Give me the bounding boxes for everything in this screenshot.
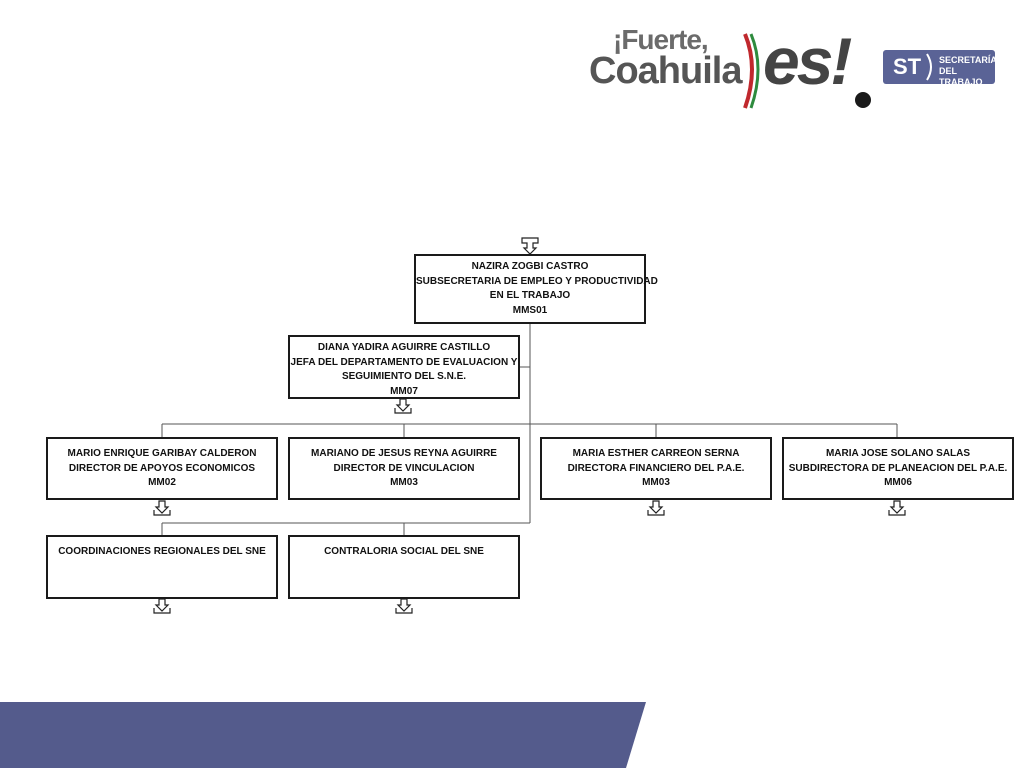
node-name: NAZIRA ZOGBI CASTRO bbox=[471, 261, 589, 272]
node-name: MARIANO DE JESUS REYNA AGUIRRE bbox=[311, 448, 497, 459]
org-node-unit-2[interactable]: CONTRALORIA SOCIAL DEL SNE bbox=[288, 535, 520, 599]
expand-icon-director-4[interactable] bbox=[888, 500, 906, 516]
node-code: MM06 bbox=[884, 477, 912, 488]
node-name: MARIO ENRIQUE GARIBAY CALDERON bbox=[67, 448, 257, 459]
node-code: MM02 bbox=[148, 477, 176, 488]
expand-icon-unit-1[interactable] bbox=[153, 598, 171, 614]
logo-divider-icon bbox=[743, 33, 760, 109]
node-title: DIRECTOR DE VINCULACION bbox=[333, 462, 475, 474]
node-code: MM07 bbox=[390, 385, 418, 397]
node-title: SUBDIRECTORA DE PLANEACION DEL P.A.E. bbox=[788, 462, 1008, 474]
logo-line2: Coahuila bbox=[589, 50, 742, 92]
node-name: COORDINACIONES REGIONALES DEL SNE bbox=[58, 546, 266, 557]
badge-label: SECRETARÍA DEL TRABAJO bbox=[939, 55, 997, 88]
node-title-cont: EN EL TRABAJO bbox=[489, 290, 571, 301]
badge-line2: DEL TRABAJO bbox=[939, 66, 983, 87]
badge-line1: SECRETARÍA bbox=[939, 55, 997, 65]
fuerte-coahuila-logo: ¡Fuerte, Coahuila es! ST SECRETARÍA DEL … bbox=[585, 20, 1005, 115]
node-code: MM03 bbox=[390, 477, 418, 488]
node-name: CONTRALORIA SOCIAL DEL SNE bbox=[324, 546, 484, 557]
node-name: MARIA ESTHER CARREON SERNA bbox=[572, 448, 740, 459]
secretaria-trabajo-badge: ST SECRETARÍA DEL TRABAJO bbox=[883, 50, 997, 87]
expand-icon-director-1[interactable] bbox=[153, 500, 171, 516]
logo-dot-icon bbox=[855, 92, 871, 108]
node-title: JEFA DEL DEPARTAMENTO DE EVALUACION Y bbox=[290, 356, 518, 368]
org-node-root[interactable]: NAZIRA ZOGBI CASTRO SUBSECRETARIA DE EMP… bbox=[414, 254, 658, 324]
node-title: DIRECTOR DE APOYOS ECONOMICOS bbox=[68, 462, 256, 474]
org-node-director-3[interactable]: MARIA ESTHER CARREON SERNA DIRECTORA FIN… bbox=[540, 437, 772, 500]
org-node-director-2[interactable]: MARIANO DE JESUS REYNA AGUIRRE DIRECTOR … bbox=[288, 437, 520, 500]
expand-icon-unit-2[interactable] bbox=[395, 598, 413, 614]
expand-icon-director-3[interactable] bbox=[647, 500, 665, 516]
node-title: SUBSECRETARIA DE EMPLEO Y PRODUCTIVIDAD bbox=[416, 275, 658, 287]
org-node-unit-1[interactable]: COORDINACIONES REGIONALES DEL SNE bbox=[46, 535, 278, 599]
connector-lines bbox=[161, 323, 898, 535]
node-code: MMS01 bbox=[512, 304, 548, 316]
badge-abbr: ST bbox=[893, 54, 922, 79]
node-title: DIRECTORA FINANCIERO DEL P.A.E. bbox=[567, 462, 745, 474]
node-name: MARIA JOSE SOLANO SALAS bbox=[825, 448, 971, 459]
logo-word: es! bbox=[763, 24, 852, 98]
badge-curve-icon bbox=[926, 53, 932, 81]
node-title-cont: SEGUIMIENTO DEL S.N.E. bbox=[341, 371, 467, 382]
logo-line1: ¡Fuerte, bbox=[613, 24, 709, 55]
org-node-director-1[interactable]: MARIO ENRIQUE GARIBAY CALDERON DIRECTOR … bbox=[46, 437, 278, 500]
node-name: DIANA YADIRA AGUIRRE CASTILLO bbox=[317, 342, 491, 353]
expand-icon-assistant[interactable] bbox=[394, 398, 412, 414]
org-node-assistant[interactable]: DIANA YADIRA AGUIRRE CASTILLO JEFA DEL D… bbox=[288, 335, 520, 399]
collapse-icon[interactable] bbox=[521, 237, 539, 255]
node-code: MM03 bbox=[642, 477, 670, 488]
org-node-director-4[interactable]: MARIA JOSE SOLANO SALAS SUBDIRECTORA DE … bbox=[782, 437, 1014, 500]
